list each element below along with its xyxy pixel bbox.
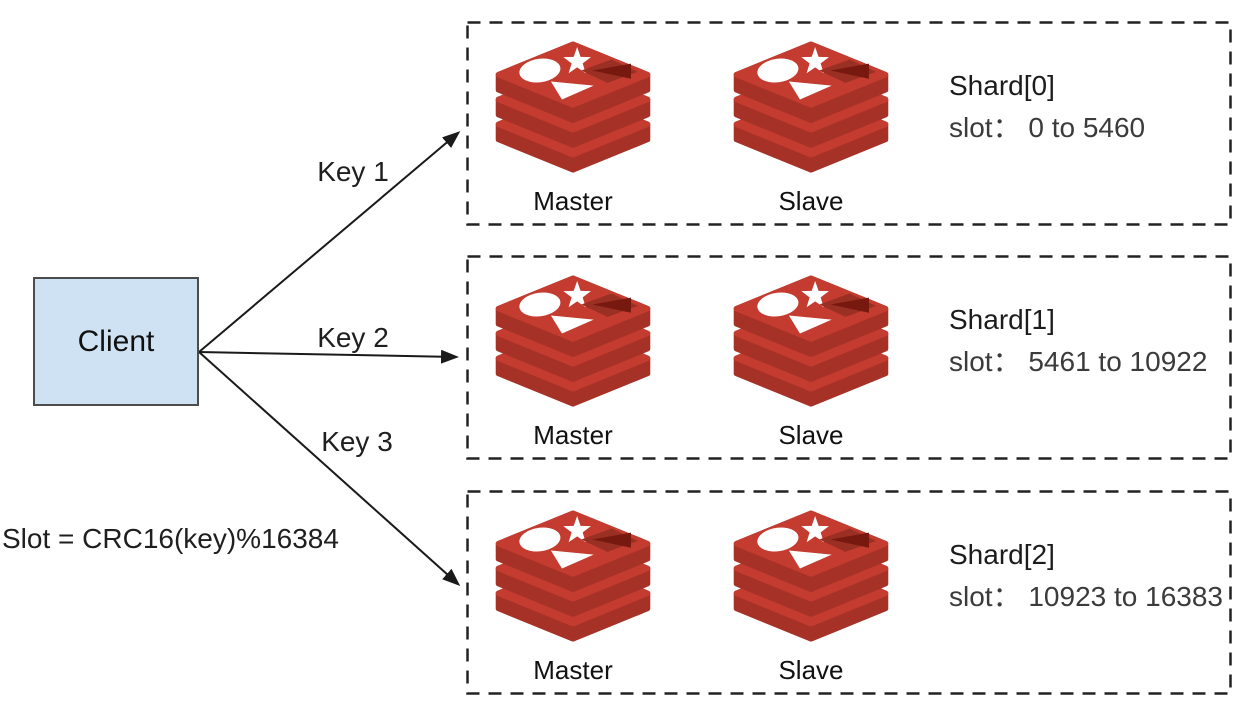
shard-box-1: Master Slave Shard[1] slot： 5461 to 1092… <box>466 255 1232 460</box>
shard-title: Shard[2] <box>949 539 1055 570</box>
shard-box-0: Master Slave Shard[0] slot： 0 to 5460 <box>466 21 1232 226</box>
redis-master-icon <box>490 270 656 408</box>
redis-slave-icon <box>728 36 894 174</box>
redis-master-icon <box>490 505 656 643</box>
key-3-label: Key 3 <box>321 426 393 457</box>
shard-dashed-border <box>466 490 1232 695</box>
slave-label: Slave <box>778 420 844 450</box>
shard-dashed-border <box>466 21 1232 226</box>
slave-label: Slave <box>778 655 844 685</box>
master-label: Master <box>533 420 613 450</box>
redis-slave-icon <box>728 505 894 643</box>
shard-title: Shard[0] <box>949 70 1055 101</box>
shard-slot-range: slot： 5461 to 10922 <box>949 346 1208 377</box>
redis-master-icon <box>490 36 656 174</box>
shard-slot-range: slot： 10923 to 16383 <box>949 581 1223 612</box>
master-label: Master <box>533 655 613 685</box>
client-node: Client <box>33 277 199 406</box>
redis-slave-icon <box>728 270 894 408</box>
shard-title: Shard[1] <box>949 304 1055 335</box>
shard-dashed-border <box>466 255 1232 460</box>
shard-slot-range: slot： 0 to 5460 <box>949 112 1146 143</box>
client-label: Client <box>77 324 155 358</box>
master-label: Master <box>533 186 613 216</box>
shard-box-2: Master Slave Shard[2] slot： 10923 to 163… <box>466 490 1232 695</box>
key-1-label: Key 1 <box>317 156 389 187</box>
slot-formula: Slot = CRC16(key)%16384 <box>2 523 339 554</box>
key-2-label: Key 2 <box>317 322 389 353</box>
slave-label: Slave <box>778 186 844 216</box>
